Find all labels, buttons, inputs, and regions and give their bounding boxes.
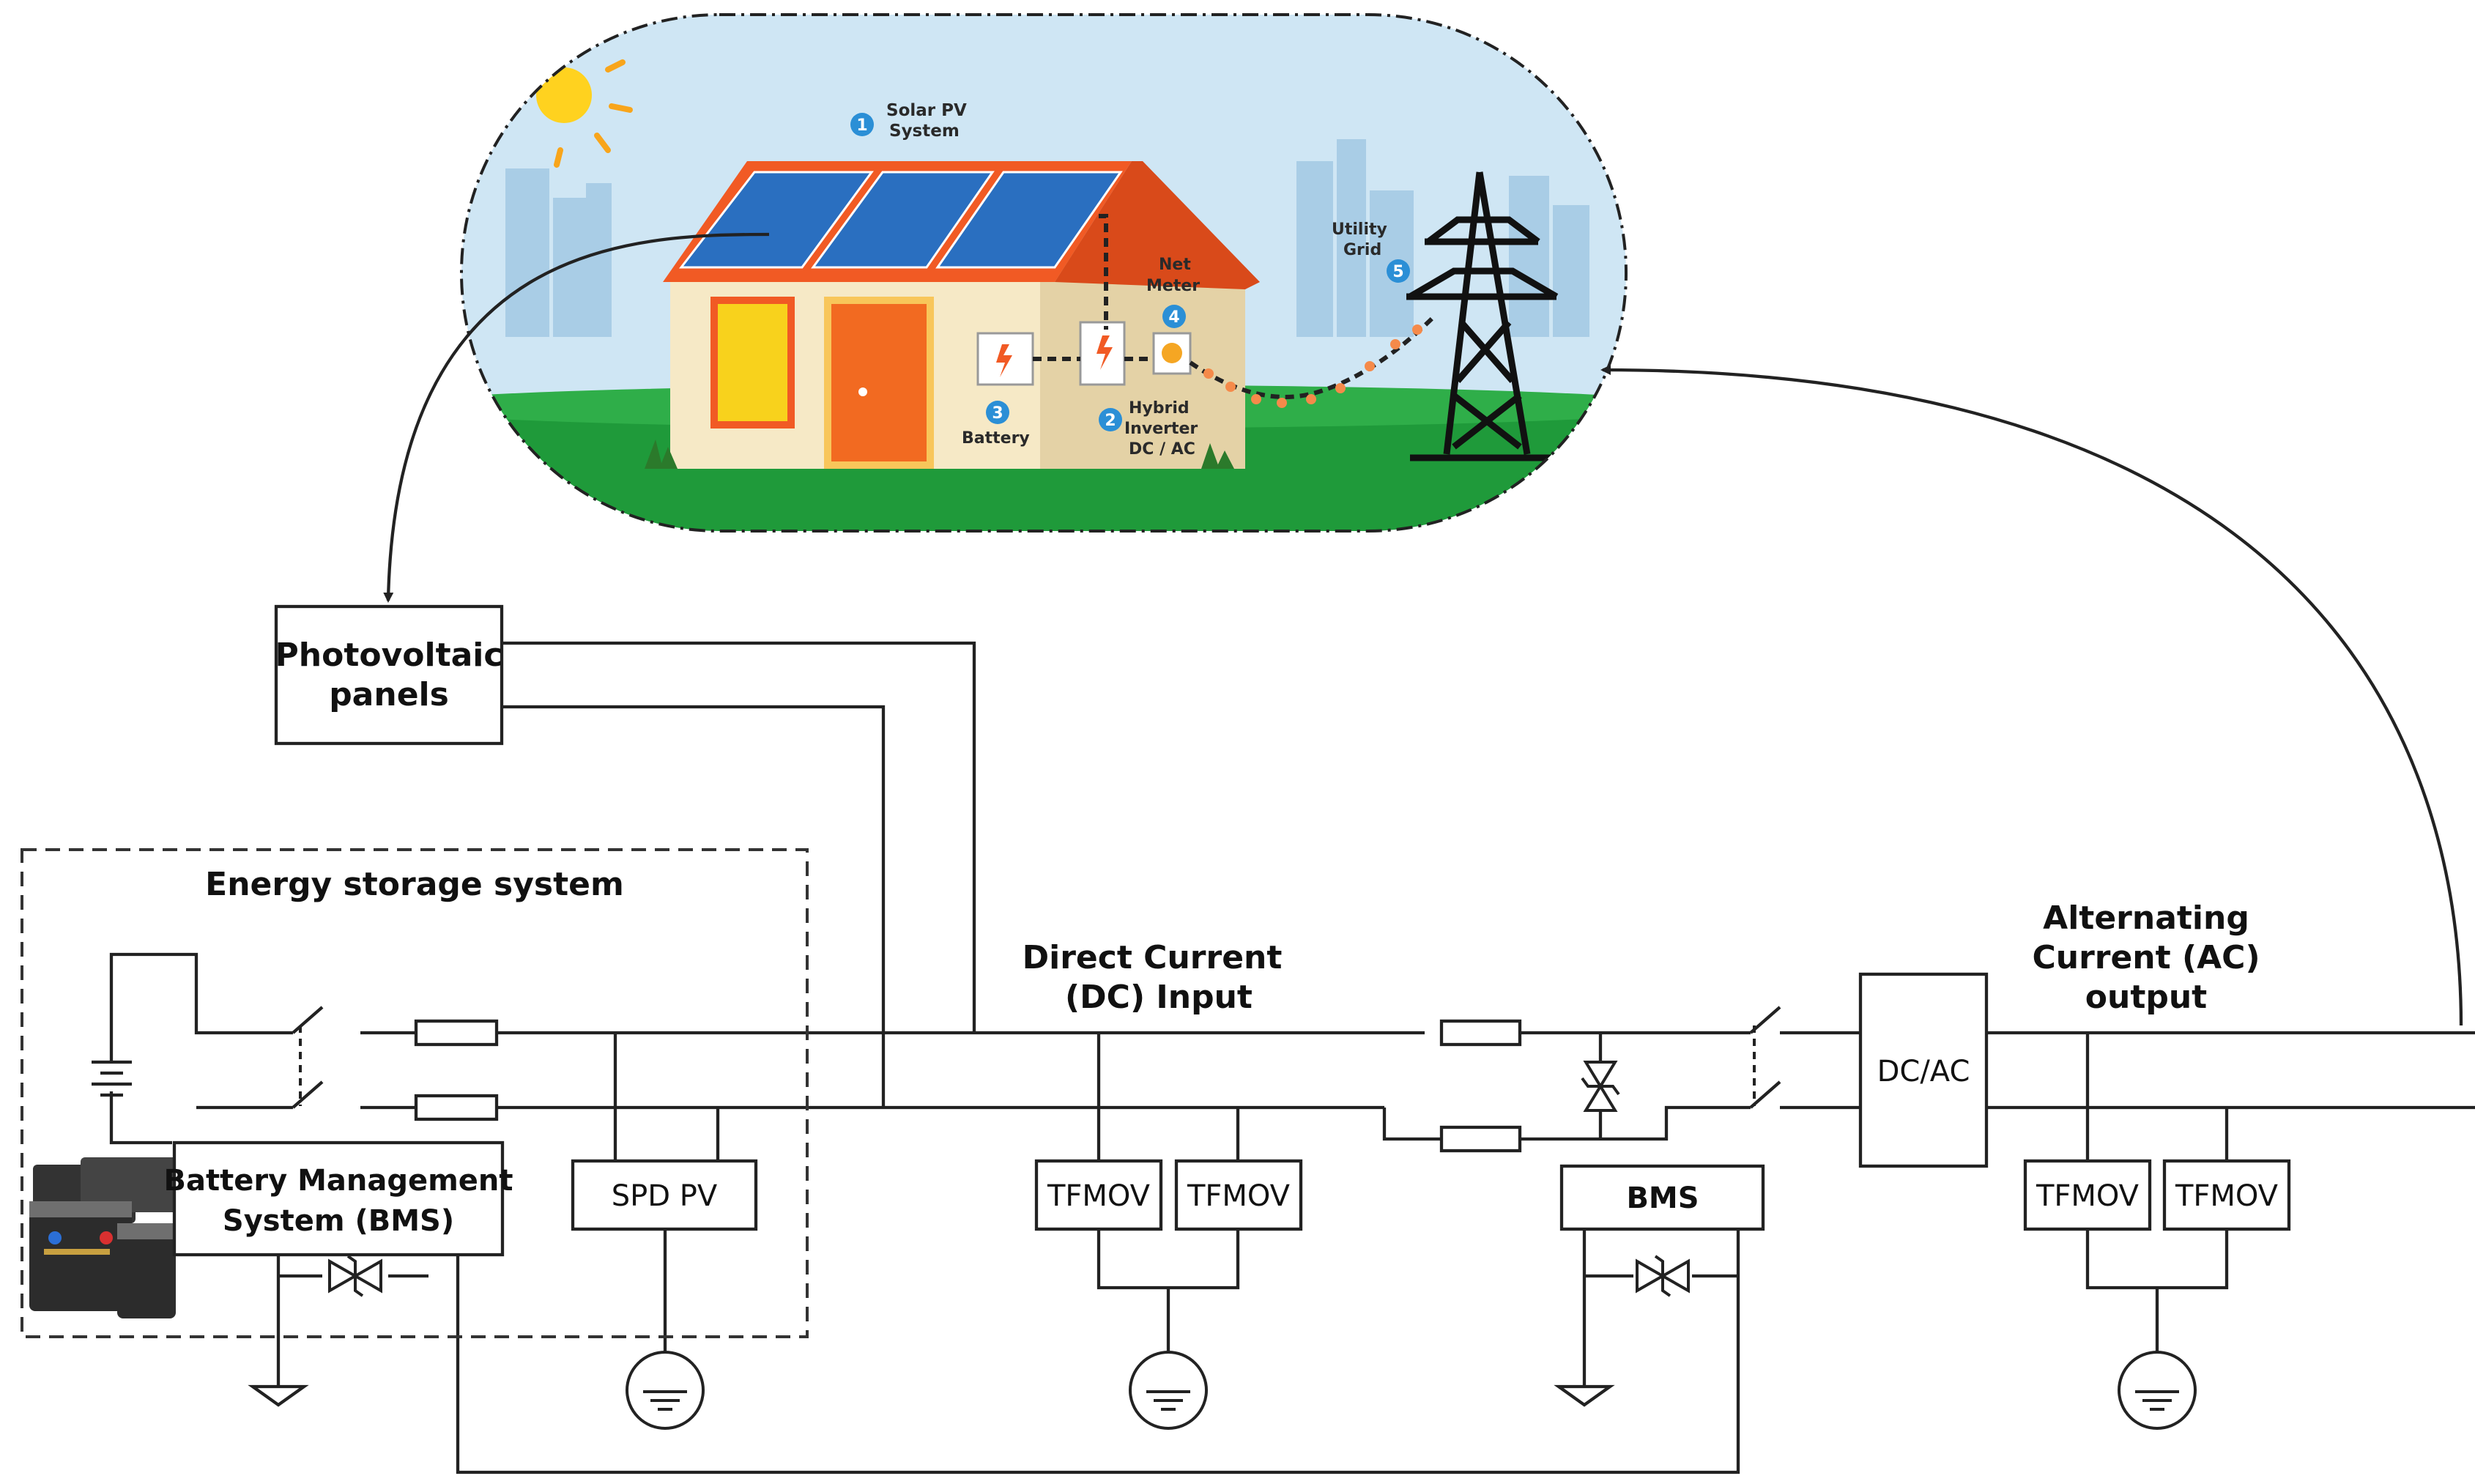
arrow-ac-output-to-grid (1600, 365, 2463, 1026)
tvs-diode-dc-symbol (1581, 1061, 1620, 1112)
solar-panels (678, 171, 1123, 269)
dcac-label: DC/AC (1877, 1055, 1970, 1088)
badge-2 (1099, 408, 1122, 431)
tfmov-dc-2-label: TFMOV (1187, 1179, 1291, 1213)
svg-text:Inverter: Inverter (1124, 420, 1198, 438)
pv-panels-block (274, 604, 504, 746)
label-battery: 3 Battery (962, 401, 1030, 448)
fuse-dc-minus-left (414, 1094, 499, 1121)
svg-text:Grid: Grid (1343, 241, 1381, 259)
svg-text:2: 2 (1105, 412, 1116, 430)
ground-symbol-bms-left (248, 1384, 309, 1407)
ac-output-title-line3: output (2085, 979, 2207, 1016)
circuit-wiring (92, 641, 2475, 1474)
fuse-dc-minus-right (1439, 1125, 1522, 1153)
tvs-diode-bms-left-symbol (328, 1255, 382, 1297)
label-solar-pv: 1 Solar PV System (850, 101, 967, 141)
net-meter-icon (1152, 332, 1192, 375)
arrow-illustration-to-pv-panels (383, 232, 770, 603)
fuse-dc-plus-left (414, 1019, 499, 1047)
label-hybrid-inverter: 2 Hybrid Inverter DC / AC (1099, 399, 1198, 459)
bms-left-label-line2: System (BMS) (223, 1204, 454, 1238)
house-window (710, 297, 795, 428)
tfmov-ac-2-label: TFMOV (2175, 1179, 2279, 1213)
badge-5 (1387, 259, 1410, 283)
battery-symbol (92, 1060, 132, 1097)
tvs-diode-bms-right-symbol (1636, 1255, 1690, 1297)
hybrid-inverter-icon (1079, 321, 1126, 386)
earth-symbol-spd (626, 1351, 705, 1430)
bms-left-label-line1: Battery Management (163, 1164, 513, 1198)
ac-output-title-line1: Alternating (2043, 899, 2249, 937)
badge-1 (850, 113, 874, 136)
tfmov-dc-2-block (1174, 1159, 1303, 1231)
spd-pv-block (571, 1159, 758, 1231)
earth-symbol-ac (2118, 1351, 2197, 1430)
dc-input-title-line2: (DC) Input (1065, 979, 1253, 1016)
tfmov-dc-1-label: TFMOV (1047, 1179, 1151, 1213)
ground-symbol-bms-right (1554, 1384, 1615, 1407)
tfmov-ac-1-label: TFMOV (2036, 1179, 2140, 1213)
dcac-inverter-block (1858, 972, 1989, 1168)
energy-storage-frame (21, 848, 809, 1338)
svg-text:5: 5 (1392, 263, 1403, 281)
illustration-frame (460, 13, 1628, 533)
svg-text:Hybrid: Hybrid (1129, 399, 1190, 418)
solar-home-illustration: 1 Solar PV System 2 Hybrid Inverter DC /… (460, 13, 1628, 533)
dc-input-title-line1: Direct Current (1023, 939, 1283, 976)
svg-text:4: 4 (1168, 308, 1179, 327)
tfmov-dc-1-block (1034, 1159, 1163, 1231)
city-skyline (505, 139, 1589, 337)
svg-text:System: System (889, 122, 960, 141)
svg-text:Net: Net (1159, 256, 1191, 274)
bms-right-block (1559, 1164, 1765, 1231)
tfmov-ac-1-block (2023, 1159, 2152, 1231)
svg-text:Battery: Battery (962, 429, 1030, 448)
battery-icon (976, 332, 1034, 386)
badge-4 (1162, 305, 1186, 328)
spd-pv-label: SPD PV (612, 1179, 718, 1213)
svg-text:Solar PV: Solar PV (886, 101, 967, 120)
energy-storage-title: Energy storage system (205, 866, 624, 903)
house-door (824, 297, 934, 469)
svg-text:Meter: Meter (1146, 277, 1200, 295)
tfmov-ac-2-block (2162, 1159, 2291, 1231)
badge-3 (986, 401, 1009, 424)
fuse-dc-plus-right (1439, 1019, 1522, 1047)
svg-text:DC / AC: DC / AC (1129, 440, 1195, 459)
label-net-meter: Net Meter 4 (1146, 256, 1200, 328)
svg-text:1: 1 (856, 116, 867, 135)
label-utility-grid: Utility Grid 5 (1332, 220, 1410, 283)
svg-text:Utility: Utility (1332, 220, 1387, 239)
bms-right-label: BMS (1626, 1181, 1699, 1215)
transmission-tower-icon (1406, 171, 1560, 461)
earth-symbol-dc (1129, 1351, 1208, 1430)
ac-output-title-line2: Current (AC) (2032, 939, 2260, 976)
battery-bank-icon (29, 1157, 183, 1318)
bms-left-block (172, 1140, 505, 1257)
pv-panels-label-line2: panels (329, 676, 449, 713)
pv-panels-label-line1: Photovoltaic (275, 637, 503, 674)
svg-text:3: 3 (992, 404, 1003, 423)
